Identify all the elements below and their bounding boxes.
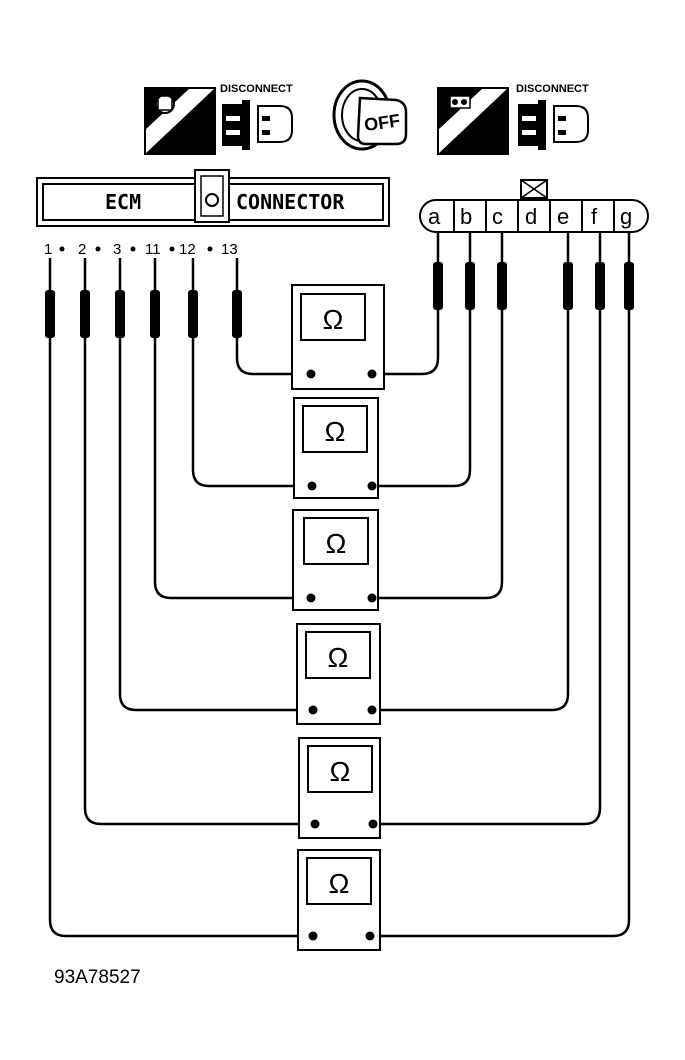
ohmmeter: Ω [291, 284, 385, 390]
harness-connector: a b c d e f g [419, 179, 649, 233]
harness-pin-label: c [492, 204, 503, 229]
ohmmeter: Ω [292, 509, 379, 611]
ohm-symbol: Ω [326, 528, 347, 559]
wire-3-to-e [118, 258, 312, 712]
wire-2-to-f [83, 258, 314, 826]
ohm-symbol: Ω [328, 642, 349, 673]
probe [115, 290, 125, 338]
ignition-off-label: OFF [363, 110, 401, 135]
ohm-symbol: Ω [330, 756, 351, 787]
ohmmeter: Ω [293, 397, 379, 499]
thermostat-icon: TS [437, 87, 509, 155]
probe [465, 262, 475, 310]
wire-11-to-c [153, 258, 310, 600]
ecm-label: ECM [105, 190, 141, 214]
harness-pin-label: e [557, 204, 569, 229]
ecm-pin-label: 1 [44, 241, 52, 258]
harness-pin-label: d [525, 204, 537, 229]
ohmmeter: Ω [297, 849, 381, 951]
ecm-pin-label: 13 [221, 241, 238, 258]
test-wires [48, 232, 631, 938]
wire-a-return [372, 232, 440, 376]
hs-label: HS [185, 133, 206, 150]
harness-pin-label: a [428, 204, 441, 229]
probe [45, 290, 55, 338]
connector-disconnect-icon-2 [518, 100, 589, 150]
wire-e-return [372, 232, 570, 712]
probe [80, 290, 90, 338]
wire-1-to-g [48, 258, 312, 938]
hot-start-icon: HS [144, 87, 216, 155]
figure-id: 93A78527 [54, 967, 141, 988]
ecm-pin-label: 11 [145, 241, 161, 258]
blocked-pin-icon [520, 179, 548, 199]
ecm-pin-label: 3 [113, 241, 121, 258]
wire-c-return [372, 232, 504, 600]
ohmmeter: Ω [298, 737, 381, 839]
harness-pin-label: b [460, 204, 472, 229]
ohm-symbol: Ω [329, 868, 350, 899]
test-probes [45, 262, 634, 338]
ecm-pin-label: 2 [78, 241, 86, 258]
ohm-symbol: Ω [325, 416, 346, 447]
ecm-connector-box: ECM CONNECTOR [36, 169, 390, 227]
ohmmeter: Ω [296, 623, 381, 725]
wire-12-to-b [191, 258, 312, 488]
wire-f-return [372, 232, 602, 826]
probe [595, 262, 605, 310]
harness-pin-label: f [591, 204, 598, 229]
ts-label: TS [478, 133, 497, 150]
ecm-pin-labels: 1 2 3 11 12 13 [44, 241, 238, 258]
wire-g-return [370, 232, 631, 938]
connector-label: CONNECTOR [236, 190, 345, 214]
probe [563, 262, 573, 310]
wire-13-to-a [235, 258, 310, 376]
wire-b-return [372, 232, 472, 488]
probe [433, 262, 443, 310]
probe [624, 262, 634, 310]
disconnect-label-1: DISCONNECT [220, 83, 293, 95]
probe [188, 290, 198, 338]
disconnect-label-2: DISCONNECT [516, 83, 589, 95]
probe [497, 262, 507, 310]
harness-pin-label: g [620, 204, 632, 229]
ignition-off-icon: OFF [332, 79, 408, 151]
probe [150, 290, 160, 338]
probe [232, 290, 242, 338]
ohm-symbol: Ω [323, 304, 344, 335]
ecm-pin-label: 12 [179, 241, 196, 258]
connector-disconnect-icon-1 [222, 100, 293, 150]
